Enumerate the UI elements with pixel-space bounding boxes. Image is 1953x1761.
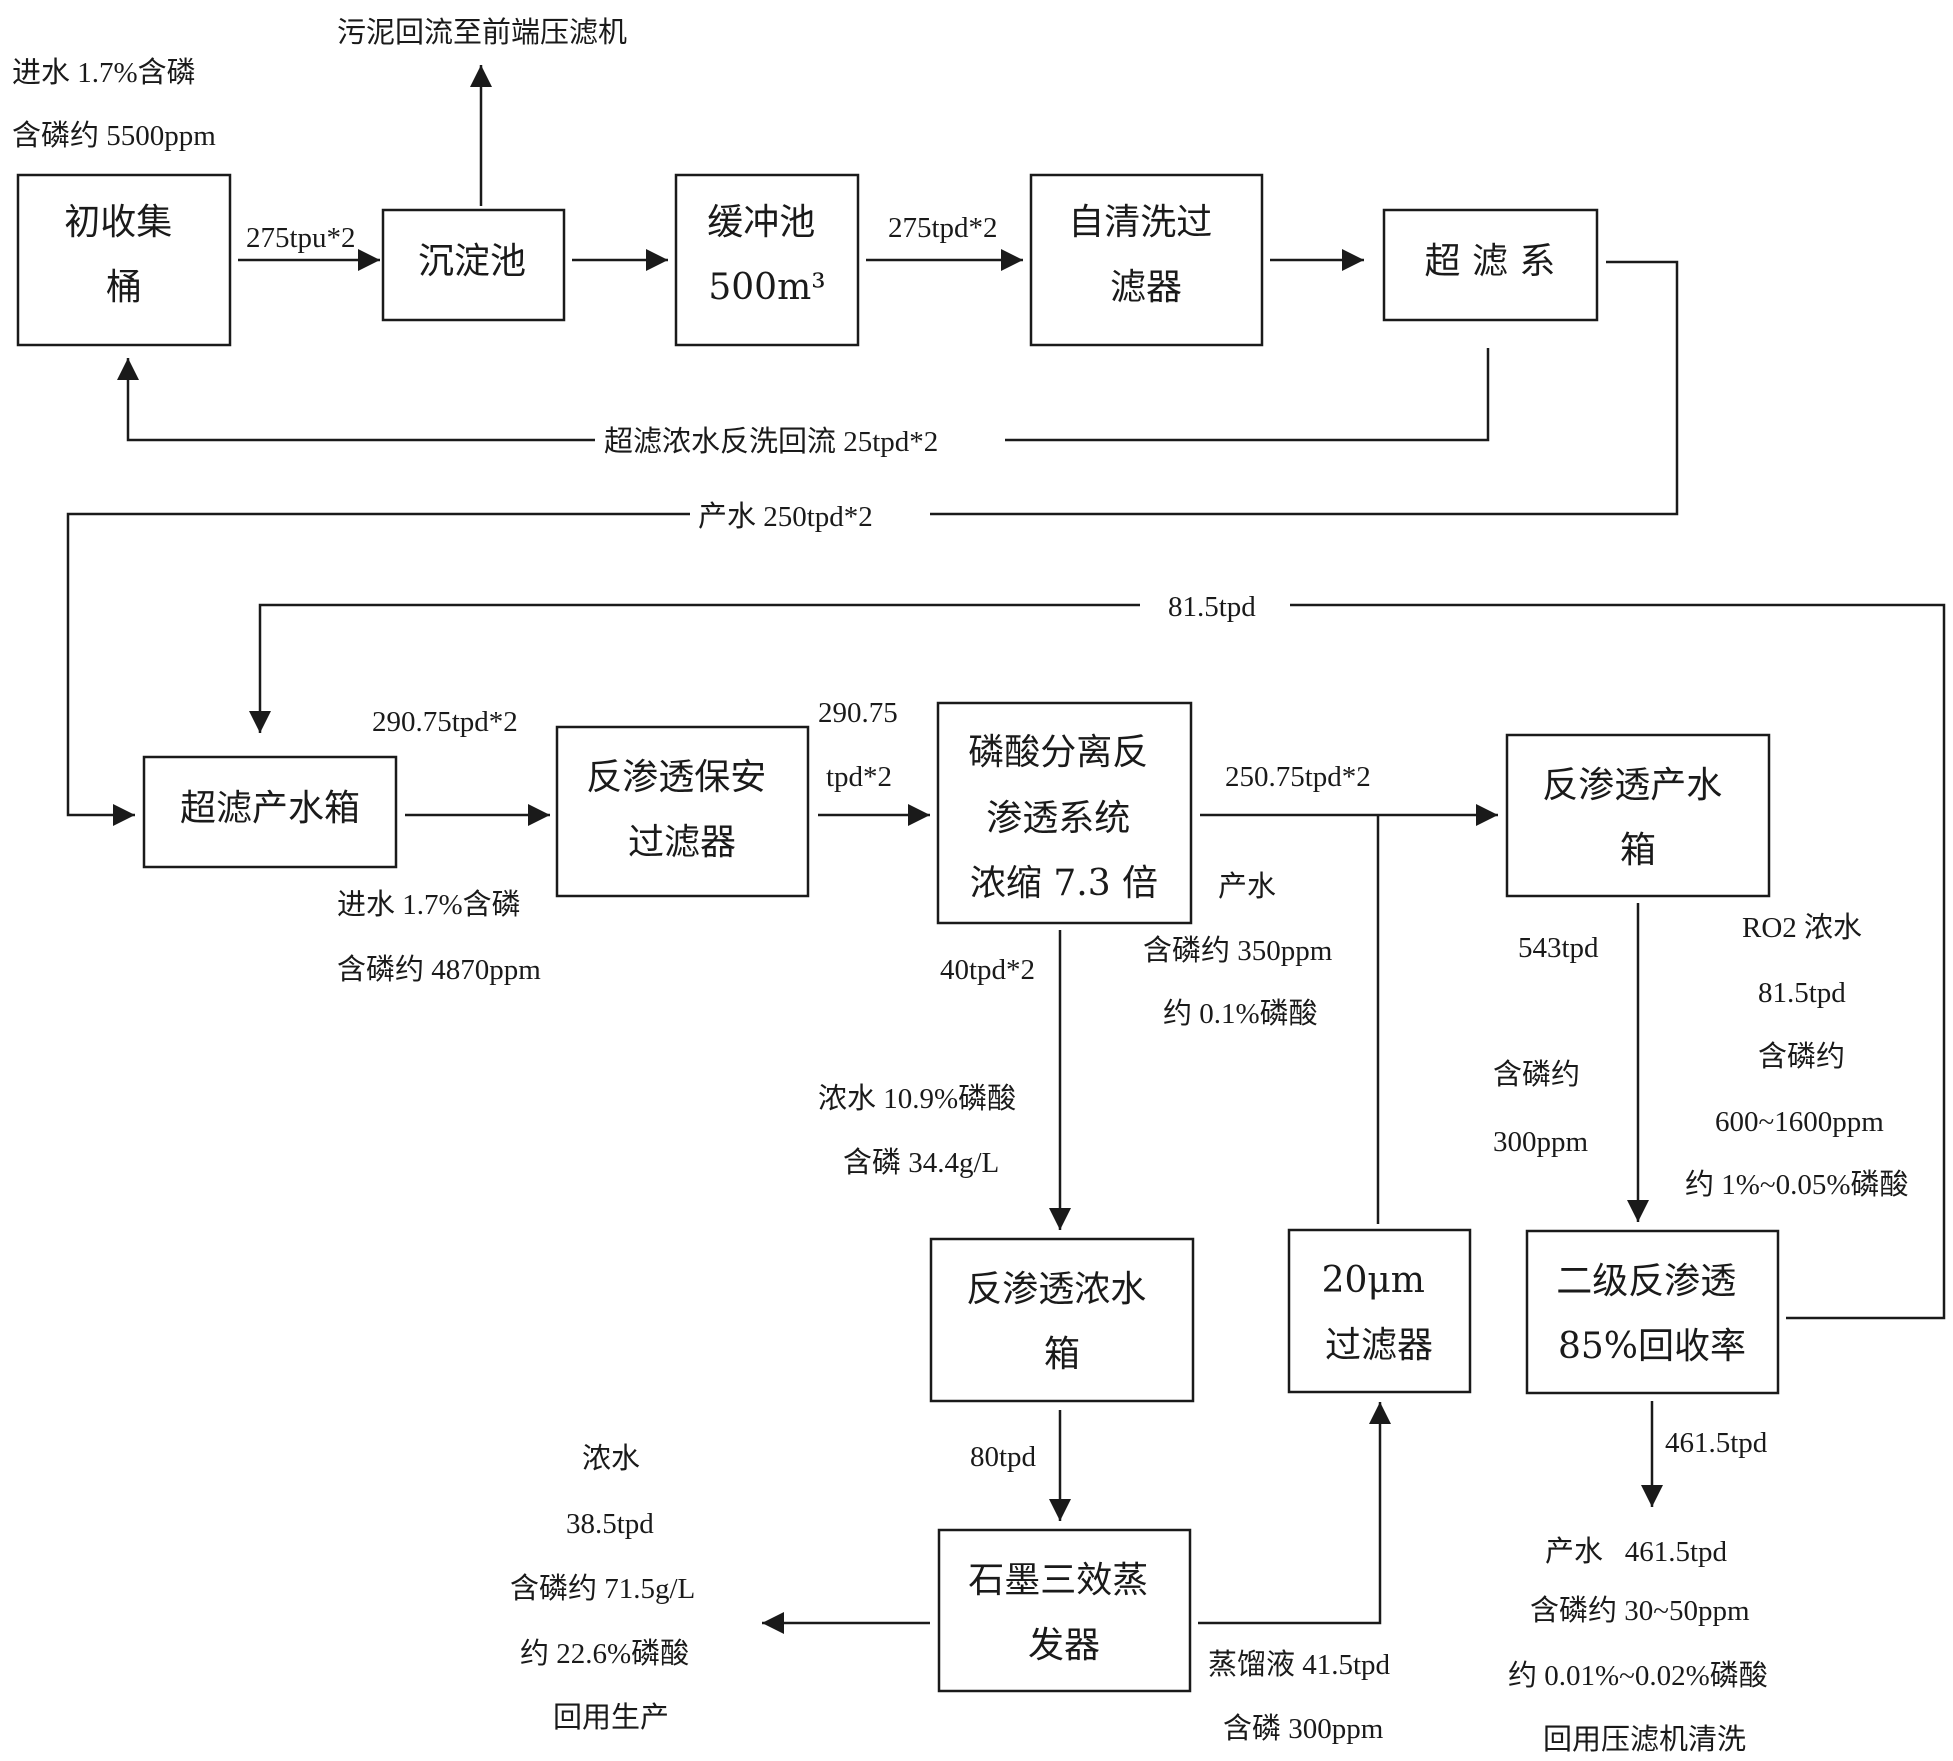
label-final-1: 产水 461.5tpd (1545, 1535, 1728, 1568)
box-ro-concentrate-tank-line1: 反渗透浓水 (966, 1269, 1146, 1310)
label-inlet-top-2: 含磷约 5500ppm (12, 119, 216, 152)
label-uf-product: 产水 250tpd*2 (698, 500, 873, 533)
label-ro2-conc-2: 81.5tpd (1758, 977, 1846, 1009)
svg-text:反渗透浓水 箱: 反渗透浓水 箱 (966, 1269, 1157, 1375)
box-phosphoric-ro-line3: 浓缩 7.3 倍 (970, 863, 1158, 904)
svg-text:自清洗过 滤器: 自清洗过 滤器 (1068, 202, 1223, 308)
box-ro-product-tank-line1: 反渗透产水 (1542, 765, 1722, 806)
box-uf-system: 超 滤 系 (1382, 208, 1599, 322)
box-filter-20um: 20μm 过滤器 (1287, 1228, 1472, 1394)
svg-text:超 滤 系: 超 滤 系 (1425, 241, 1556, 282)
box-ro-security-filter-line1: 反渗透保安 (586, 757, 766, 798)
label-ro-permeate-1: 产水 (1218, 870, 1276, 903)
label-final-2: 含磷约 30~50ppm (1530, 1594, 1750, 1627)
box-buffer-tank-line1: 缓冲池 (707, 202, 815, 243)
svg-text:超滤产水箱: 超滤产水箱 (180, 788, 360, 829)
box-ro-product-tank: 反渗透产水 箱 (1505, 733, 1771, 898)
label-evap-conc-3: 含磷约 71.5g/L (510, 1572, 695, 1605)
label-ro-permeate-2: 含磷约 350ppm (1143, 934, 1333, 967)
box-initial-tank-line1: 初收集 (64, 202, 172, 243)
box-initial-tank-line2: 桶 (106, 267, 142, 308)
box-ro-security-filter-line2: 过滤器 (628, 822, 736, 863)
label-ro2-conc-4: 600~1600ppm (1715, 1106, 1884, 1138)
box-uf-system-line1: 超 滤 系 (1425, 241, 1556, 282)
arrow-uf-product-to-tank (66, 260, 1679, 826)
box-secondary-ro-line2: 85%回收率 (1558, 1326, 1746, 1367)
svg-text:20μm 过滤器: 20μm 过滤器 (1322, 1260, 1437, 1366)
label-evap-conc-4: 约 22.6%磷酸 (520, 1637, 689, 1670)
label-ro-inlet-1: 进水 1.7%含磷 (337, 888, 521, 921)
label-flow-275-a: 275tpu*2 (246, 222, 356, 254)
box-sedimentation-tank: 沉淀池 (381, 208, 566, 322)
label-sludge-return: 污泥回流至前端压滤机 (337, 16, 627, 49)
label-evap-conc-2: 38.5tpd (566, 1508, 654, 1540)
box-ro-product-tank-line2: 箱 (1620, 830, 1656, 871)
box-ro-security-filter: 反渗透保安 过滤器 (555, 725, 810, 898)
label-flow-290-b-2: tpd*2 (826, 761, 892, 793)
label-flow-80: 80tpd (970, 1441, 1037, 1473)
box-buffer-tank-line2: 500m³ (708, 267, 825, 308)
label-flow-250-75: 250.75tpd*2 (1225, 761, 1371, 793)
box-secondary-ro-line1: 二级反渗透 (1556, 1261, 1736, 1302)
arrow-distillate-to-20um (1198, 1402, 1391, 1625)
box-secondary-ro: 二级反渗透 85%回收率 (1525, 1229, 1780, 1395)
label-evap-conc-5: 回用生产 (553, 1701, 669, 1734)
svg-text:初收集 桶: 初收集 桶 (64, 202, 183, 308)
box-self-cleaning-filter: 自清洗过 滤器 (1029, 173, 1264, 347)
label-uf-backwash: 超滤浓水反洗回流 25tpd*2 (604, 425, 938, 458)
box-uf-product-tank-line1: 超滤产水箱 (180, 788, 360, 829)
label-flow-461: 461.5tpd (1665, 1427, 1768, 1459)
svg-text:反渗透产水 箱: 反渗透产水 箱 (1542, 765, 1733, 871)
svg-text:磷酸分离反 渗透系统 浓缩 7.3: 磷酸分离反 渗透系统 浓缩 7.3 倍 (968, 732, 1159, 904)
arrow-ro2-recycle (249, 603, 1946, 1320)
label-flow-543: 543tpd (1518, 932, 1599, 964)
label-conc-40: 40tpd*2 (940, 954, 1035, 986)
label-ro2-conc-1: RO2 浓水 (1742, 911, 1862, 944)
label-conc-1: 浓水 10.9%磷酸 (818, 1082, 1016, 1115)
label-ro2-conc-5: 约 1%~0.05%磷酸 (1685, 1168, 1909, 1201)
label-ro-inlet-2: 含磷约 4870ppm (337, 953, 541, 986)
label-flow-290-b-1: 290.75 (818, 697, 898, 729)
svg-text:石墨三效蒸 发器: 石墨三效蒸 发器 (968, 1560, 1159, 1666)
label-flow-290-a: 290.75tpd*2 (372, 706, 518, 738)
box-uf-product-tank: 超滤产水箱 (142, 755, 398, 869)
svg-text:二级反渗透 85%回收率: 二级反渗透 85%回收率 (1556, 1261, 1747, 1367)
box-filter-20um-line1: 20μm (1322, 1260, 1425, 1301)
box-phosphoric-ro-system: 磷酸分离反 渗透系统 浓缩 7.3 倍 (936, 701, 1193, 925)
box-self-cleaning-filter-line2: 滤器 (1110, 267, 1182, 308)
label-ro2-recycle: 81.5tpd (1168, 591, 1256, 623)
label-evap-conc-1: 浓水 (582, 1442, 640, 1475)
label-inlet-top-1: 进水 1.7%含磷 (12, 56, 196, 89)
svg-text:沉淀池: 沉淀池 (418, 241, 526, 282)
box-phosphoric-ro-line2: 渗透系统 (986, 798, 1130, 839)
box-graphite-evaporator-line2: 发器 (1028, 1625, 1100, 1666)
label-distillate-2: 含磷 300ppm (1223, 1712, 1384, 1745)
box-sedimentation-tank-line1: 沉淀池 (418, 241, 526, 282)
box-graphite-evaporator-line1: 石墨三效蒸 (968, 1560, 1148, 1601)
box-self-cleaning-filter-line1: 自清洗过 (1068, 202, 1212, 243)
label-flow-275-b: 275tpd*2 (888, 212, 998, 244)
svg-text:反渗透保安 过滤器: 反渗透保安 过滤器 (586, 757, 777, 863)
label-ro2-conc-3: 含磷约 (1758, 1040, 1845, 1073)
box-filter-20um-line2: 过滤器 (1325, 1325, 1433, 1366)
box-buffer-tank: 缓冲池 500m³ (674, 173, 860, 347)
label-ro-permeate-3: 约 0.1%磷酸 (1163, 997, 1318, 1030)
box-ro-concentrate-tank-line2: 箱 (1044, 1334, 1080, 1375)
label-p300-1: 含磷约 (1493, 1058, 1580, 1091)
svg-text:缓冲池 500m³: 缓冲池 500m³ (707, 202, 826, 308)
box-ro-concentrate-tank: 反渗透浓水 箱 (929, 1237, 1195, 1403)
label-final-3: 约 0.01%~0.02%磷酸 (1508, 1659, 1768, 1692)
label-final-4: 回用压滤机清洗 (1543, 1723, 1746, 1756)
label-distillate-1: 蒸馏液 41.5tpd (1208, 1648, 1391, 1681)
label-p300-2: 300ppm (1493, 1126, 1589, 1158)
box-graphite-evaporator: 石墨三效蒸 发器 (937, 1528, 1192, 1693)
box-initial-tank: 初收集 桶 (16, 173, 232, 347)
box-phosphoric-ro-line1: 磷酸分离反 (968, 732, 1148, 773)
label-conc-2: 含磷 34.4g/L (843, 1146, 999, 1179)
